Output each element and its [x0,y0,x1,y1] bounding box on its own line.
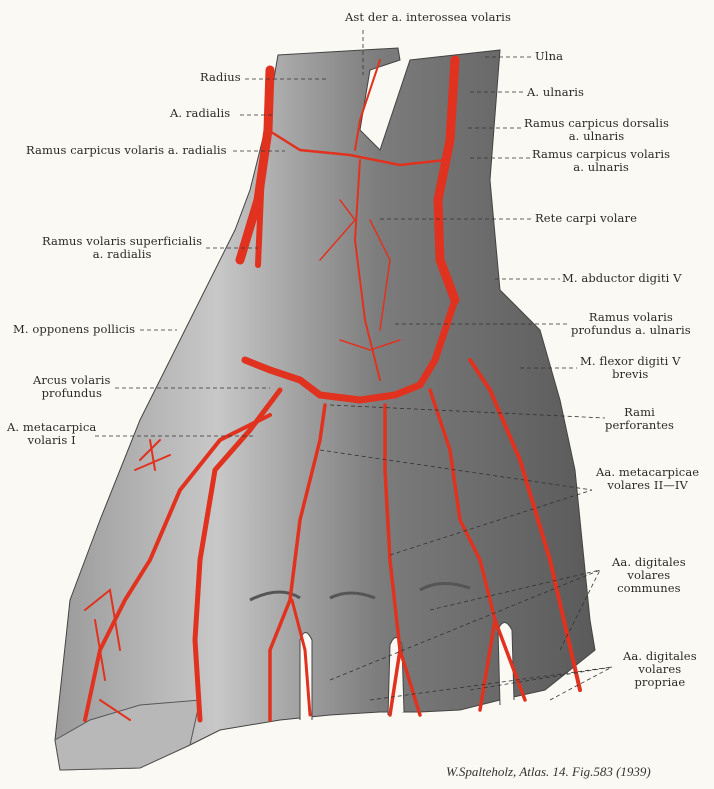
label-ulna: Ulna [535,49,564,63]
label-opponens-pollicis: M. opponens pollicis [13,322,136,336]
label-ramus-carpicus-volaris-radialis: Ramus carpicus volaris a. radialis [26,143,227,157]
label-a-radialis: A. radialis [170,106,231,120]
label-a-ulnaris: A. ulnaris [527,85,585,99]
label-ast-interossea: Ast der a. interossea volaris [345,10,511,24]
leader-lines [95,30,613,701]
label-abductor-digiti-v: M. abductor digiti V [562,271,682,285]
figure-caption: W.Spalteholz, Atlas. 14. Fig.583 (1939) [446,764,651,779]
arteries [83,55,582,723]
label-rete-carpi-volare: Rete carpi volare [535,211,637,225]
label-radius: Radius [200,70,241,84]
